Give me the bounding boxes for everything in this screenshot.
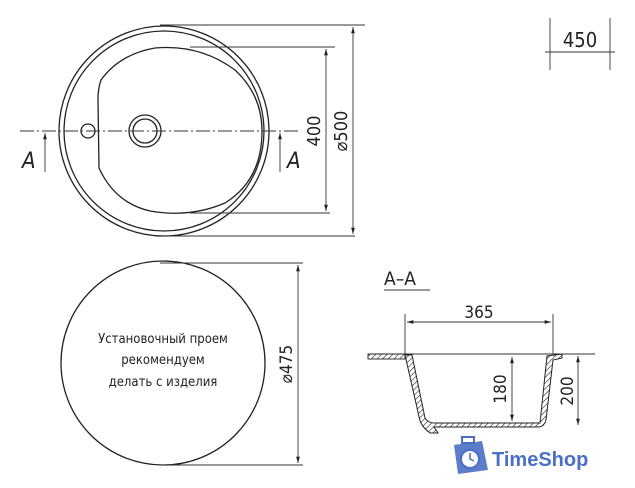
bowl-wall-section bbox=[404, 353, 563, 434]
top-view: A A 400 ⌀500 bbox=[20, 24, 365, 237]
section-view: A–A 365 180 200 bbox=[367, 268, 595, 434]
note-line-2: рекомендуем bbox=[121, 353, 205, 368]
bowl-outline bbox=[97, 46, 263, 214]
flange-left bbox=[367, 353, 406, 360]
section-mark-right: A bbox=[285, 149, 301, 174]
note-line-1: Установочный проем bbox=[98, 332, 228, 347]
note-line-3: делать с изделия bbox=[109, 375, 218, 390]
section-mark-left: A bbox=[20, 149, 36, 174]
timeshop-logo: TimeShop bbox=[454, 436, 588, 474]
logo-text: TimeShop bbox=[492, 449, 588, 471]
cabinet-width-label: 450 bbox=[563, 28, 597, 52]
dim-200-label: 200 bbox=[558, 376, 578, 405]
cabinet-size: 450 bbox=[545, 18, 615, 70]
dim-365-label: 365 bbox=[464, 303, 493, 323]
dim-500-label: ⌀500 bbox=[331, 111, 352, 152]
dim-180-label: 180 bbox=[491, 374, 511, 403]
cutout-view: ⌀475 Установочный проем рекомендуем дела… bbox=[60, 260, 303, 466]
section-title: A–A bbox=[384, 268, 416, 290]
dim-475-label: ⌀475 bbox=[277, 345, 297, 383]
dim-400-label: 400 bbox=[304, 116, 325, 147]
